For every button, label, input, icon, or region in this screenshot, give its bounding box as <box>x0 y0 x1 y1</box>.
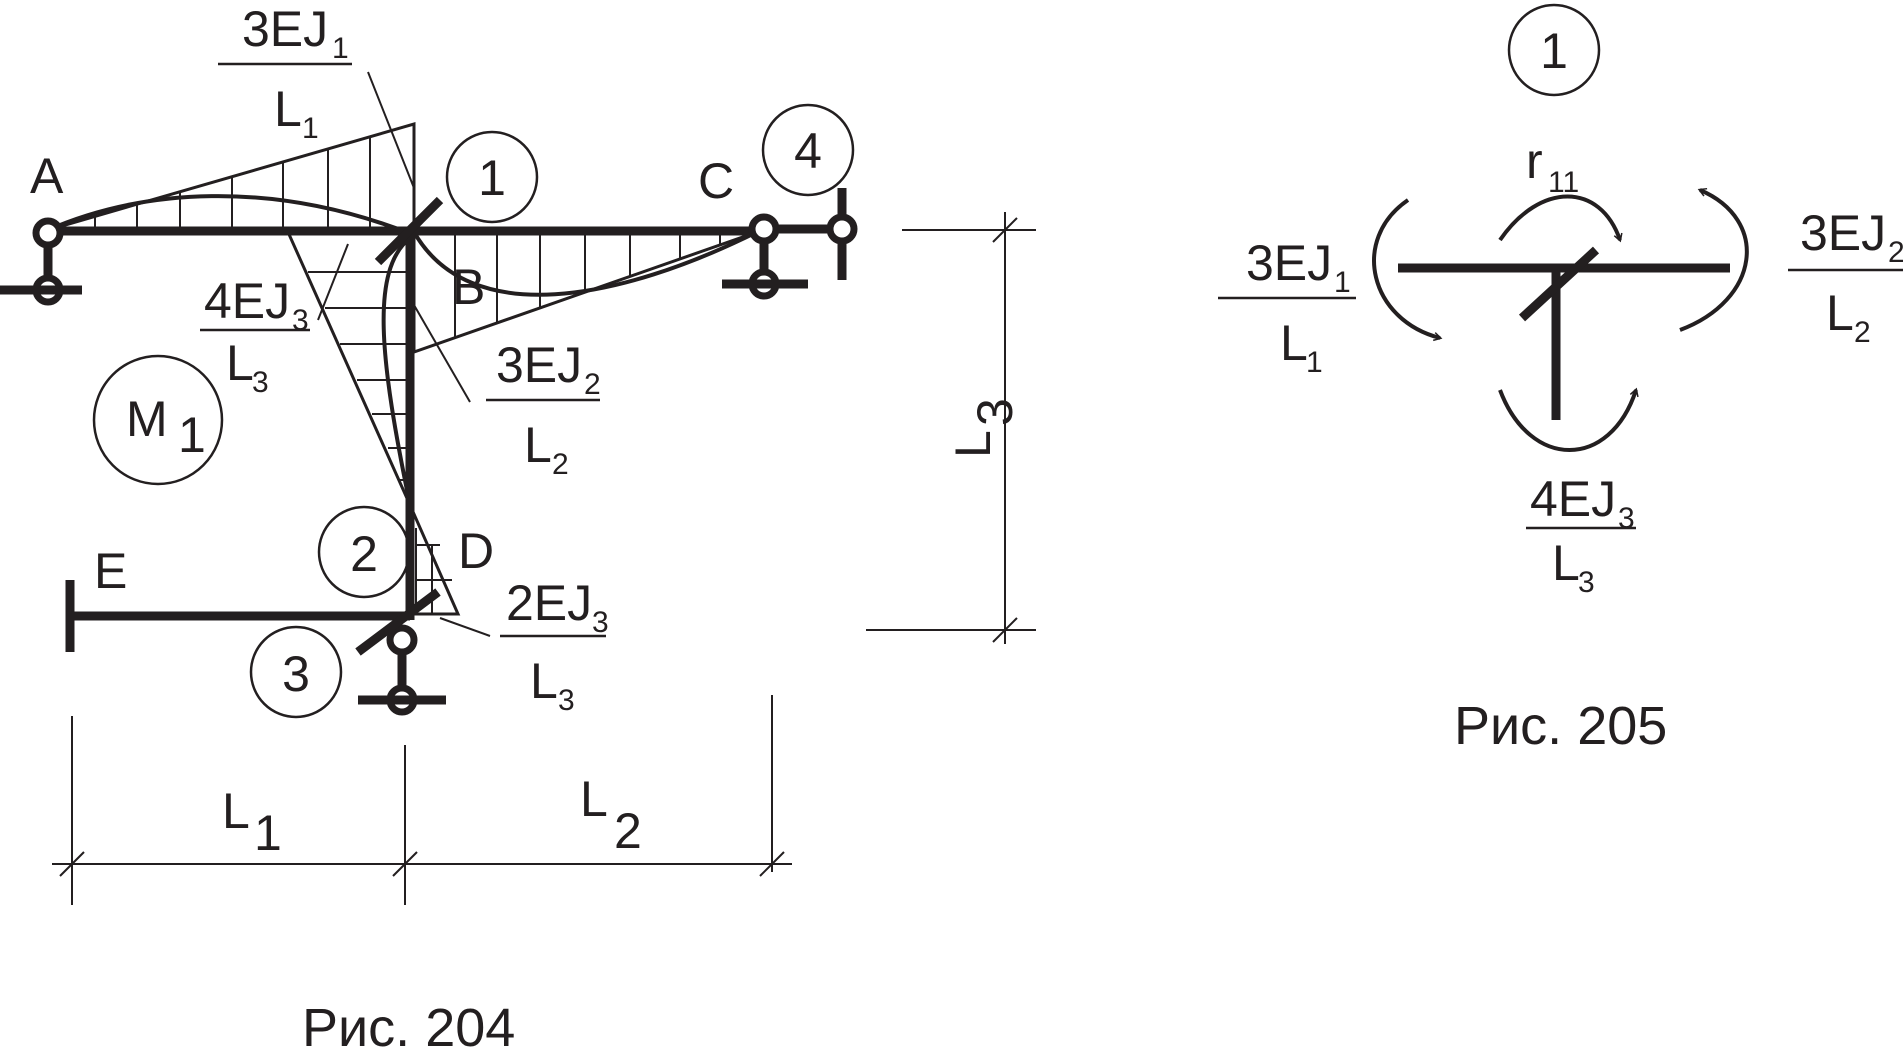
svg-text:3EJ: 3EJ <box>1800 205 1886 261</box>
link-3 <box>355 588 441 656</box>
dimension-lines <box>52 212 1036 905</box>
moment-label-3ej2-l2: 3EJ 2 L 2 <box>486 337 601 481</box>
support-a <box>0 217 82 306</box>
svg-text:3EJ: 3EJ <box>1246 235 1332 291</box>
caption-205: Рис. 205 <box>1454 696 1667 756</box>
node-1-label: 1 <box>478 150 506 206</box>
svg-text:2EJ: 2EJ <box>506 575 592 631</box>
svg-text:1: 1 <box>302 112 319 145</box>
reaction-sub: 11 <box>1548 166 1579 199</box>
caption-204: Рис. 204 <box>302 998 515 1055</box>
node-205-label: 1 <box>1540 23 1568 79</box>
svg-text:2: 2 <box>584 368 601 401</box>
svg-text:3: 3 <box>592 606 609 639</box>
svg-text:2: 2 <box>1854 316 1871 349</box>
point-e-label: E <box>94 543 127 599</box>
node-circle-205 <box>1507 3 1601 97</box>
moment-label-4ej3-l3: 4EJ 3 L 3 <box>200 273 310 399</box>
diagram-label-main: M <box>126 391 168 447</box>
node-circles <box>92 103 855 719</box>
point-a-label: A <box>30 148 64 204</box>
svg-text:2: 2 <box>1888 236 1903 269</box>
arrow-right-moment <box>1679 187 1749 332</box>
svg-text:L: L <box>1280 315 1308 371</box>
svg-text:3: 3 <box>558 684 575 717</box>
moment-label-205-left: 3EJ 1 L 1 <box>1218 235 1356 379</box>
dim-l3-sub: 3 <box>967 398 1023 426</box>
svg-text:L: L <box>1552 535 1580 591</box>
svg-text:3: 3 <box>292 304 309 337</box>
leader-lines <box>317 71 491 637</box>
svg-text:L: L <box>274 81 302 137</box>
node-circle-3 <box>249 625 343 719</box>
reaction-main: r <box>1526 133 1543 189</box>
dim-l3: L 3 <box>945 398 1023 458</box>
svg-text:1: 1 <box>1306 346 1323 379</box>
joint-link <box>1518 246 1600 322</box>
svg-text:4EJ: 4EJ <box>204 273 290 329</box>
svg-text:L: L <box>530 653 558 709</box>
svg-text:3: 3 <box>1578 566 1595 599</box>
svg-text:4EJ: 4EJ <box>1530 471 1616 527</box>
svg-text:L: L <box>1826 285 1854 341</box>
point-c-label: C <box>698 153 734 209</box>
arrow-bottom-moment <box>1498 387 1639 452</box>
hatching-ab <box>94 137 371 230</box>
support-c <box>722 188 858 300</box>
moment-label-2ej3-l3: 2EJ 3 L 3 <box>500 575 609 717</box>
node-circle-2 <box>317 505 411 599</box>
svg-text:3EJ: 3EJ <box>242 1 328 57</box>
link-1 <box>374 196 444 266</box>
moment-label-205-right: 3EJ 2 L 2 <box>1788 205 1903 349</box>
dim-l1-main: L <box>222 783 250 839</box>
support-d <box>358 624 446 716</box>
figure-204: 1 2 3 4 M 1 A B C D E 3EJ 1 L 1 3EJ 2 L … <box>0 1 1036 1055</box>
diagram-label-circle <box>92 354 224 486</box>
dim-l3-main: L <box>945 430 1001 458</box>
svg-text:L: L <box>226 335 254 391</box>
svg-text:L: L <box>524 417 552 473</box>
hatching-bc <box>454 232 721 338</box>
diagram-label-sub: 1 <box>178 407 206 463</box>
point-b-label: B <box>452 259 485 315</box>
moment-label-3ej1-l1: 3EJ 1 L 1 <box>218 1 352 145</box>
node-3-label: 3 <box>282 646 310 702</box>
svg-text:3EJ: 3EJ <box>496 337 582 393</box>
moment-label-205-bottom: 4EJ 3 L 3 <box>1526 471 1636 599</box>
arrow-r11 <box>1498 194 1623 243</box>
svg-text:2: 2 <box>552 448 569 481</box>
figure-205: 1 r 11 3EJ 1 L 1 3EJ 2 L 2 4 <box>1218 3 1903 756</box>
node-circle-1 <box>445 130 539 224</box>
moment-diagram-bd <box>286 231 461 616</box>
svg-text:3: 3 <box>252 366 269 399</box>
point-d-label: D <box>458 523 494 579</box>
node-2-label: 2 <box>350 526 378 582</box>
svg-text:3: 3 <box>1618 502 1635 535</box>
node-circle-4 <box>761 103 855 197</box>
hatching-bd <box>308 271 452 614</box>
arrow-left-moment <box>1372 198 1443 342</box>
dim-l1-sub: 1 <box>254 805 282 861</box>
moment-diagram-ab <box>47 122 416 237</box>
dim-l2-sub: 2 <box>614 803 642 859</box>
svg-text:1: 1 <box>332 32 349 65</box>
svg-text:1: 1 <box>1334 266 1351 299</box>
node-4-label: 4 <box>794 123 822 179</box>
dim-l2-main: L <box>580 771 608 827</box>
